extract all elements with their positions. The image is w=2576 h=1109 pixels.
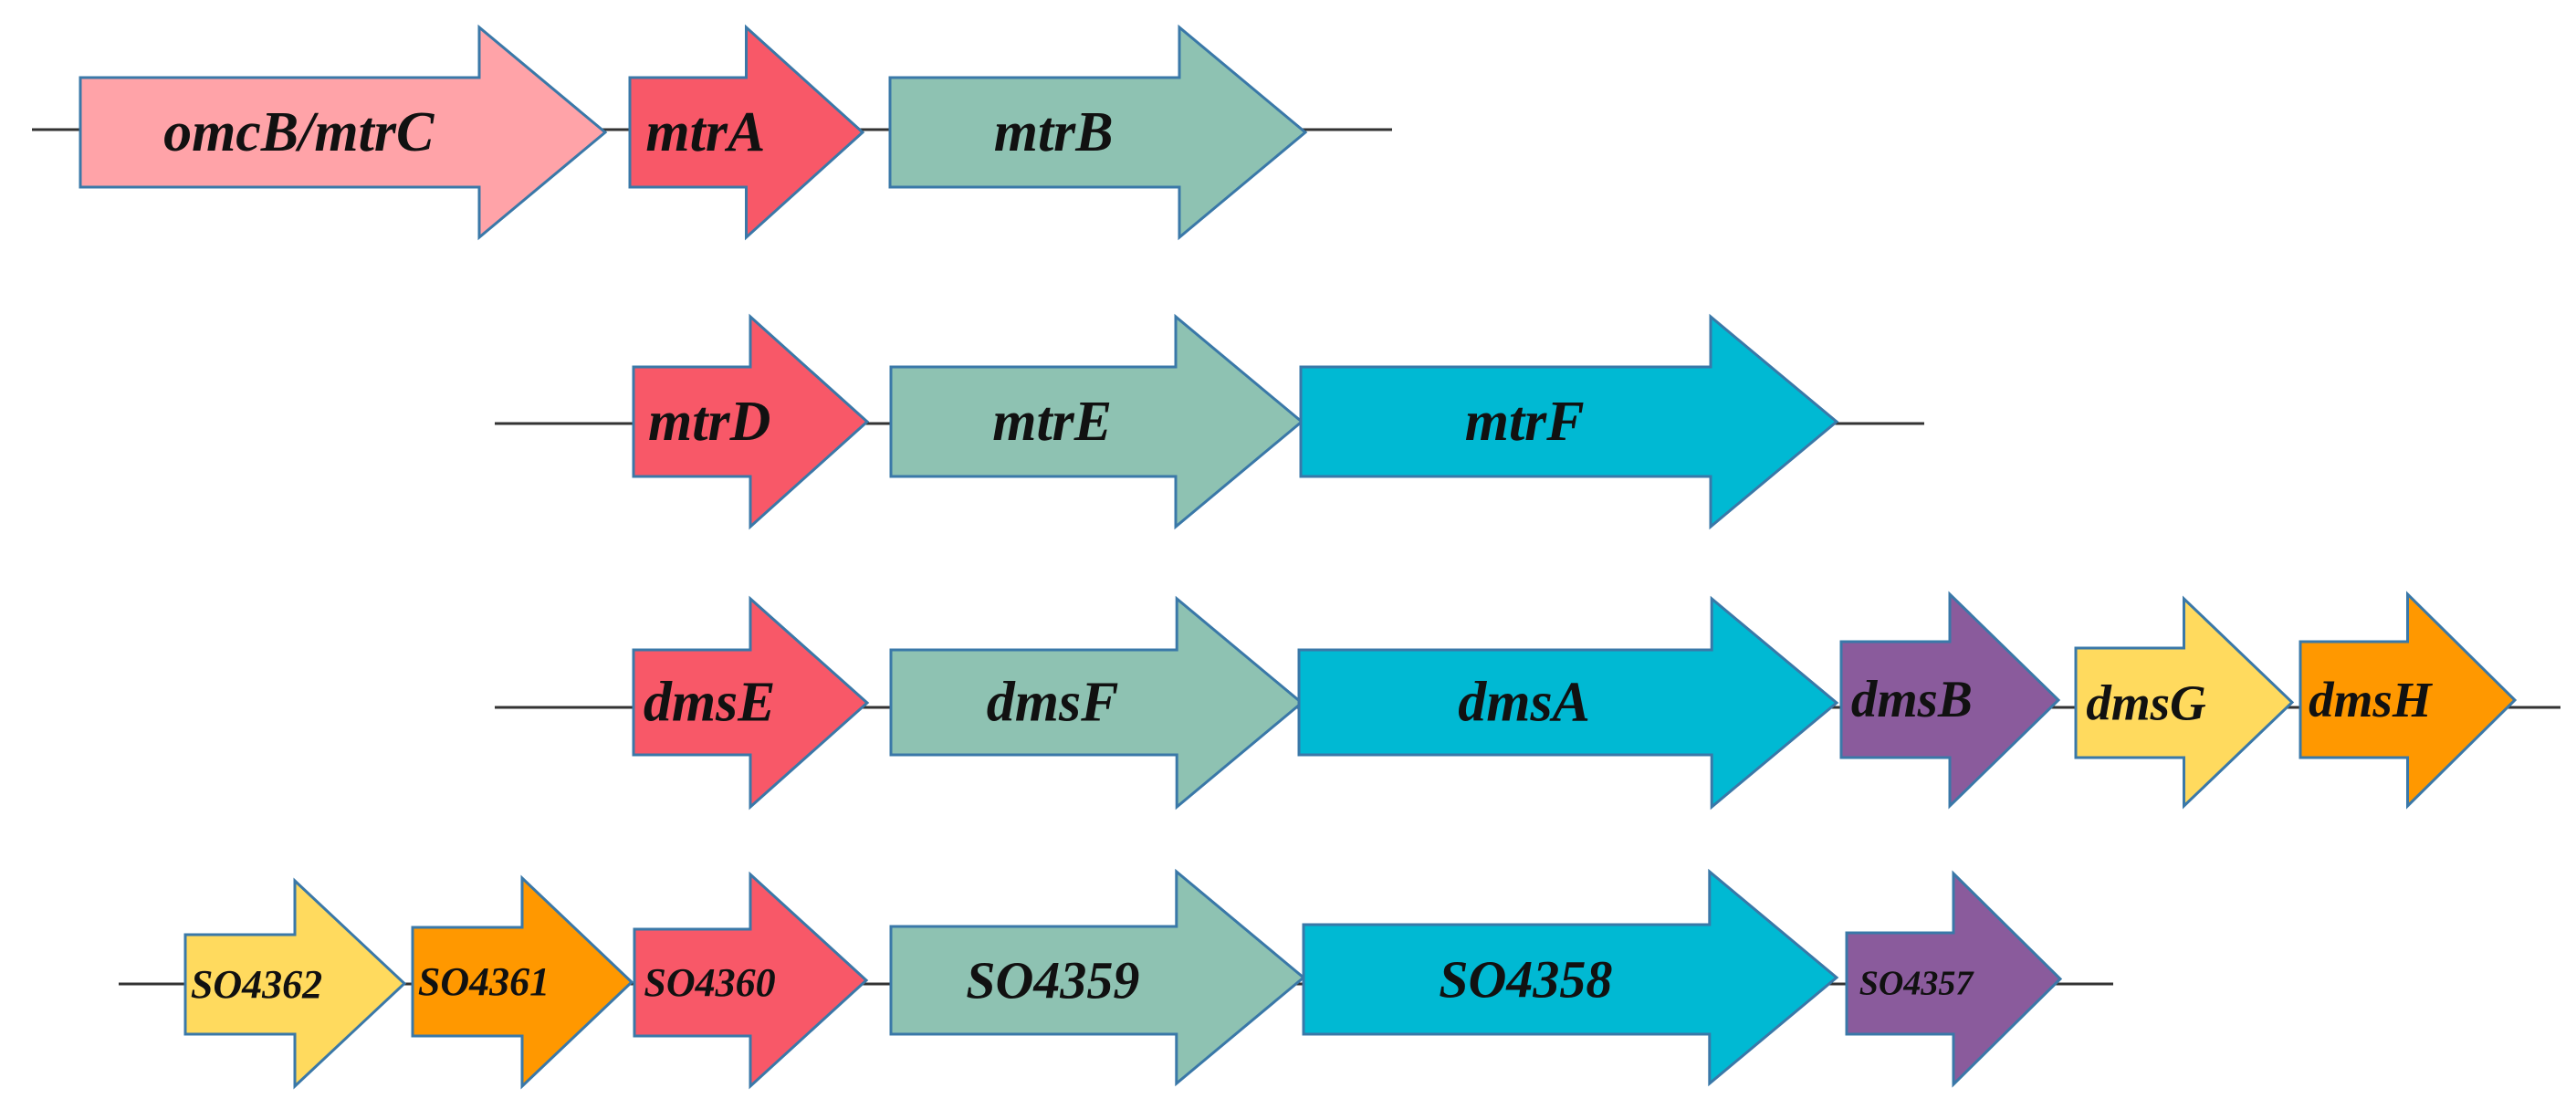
gene-arrow-shape [2299,591,2518,810]
gene-arrow-dmsa: dmsA [1297,595,1839,811]
gene-arrow-shape [632,595,870,811]
gene-label: SO4358 [1439,950,1612,1010]
gene-arrow-shape [633,871,869,1090]
gene-arrow-dmsg: dmsG [2074,595,2295,810]
gene-arrow-dmsf: dmsF [889,595,1304,811]
gene-label: dmsA [1458,672,1590,734]
gene-arrow-shape [2074,595,2295,810]
gene-arrow-dmsb: dmsB [1839,591,2061,810]
gene-arrow-shape [1839,591,2061,810]
mtr-operon-1: omcB/mtrC mtrA mtrB [32,24,1392,241]
gene-arrow-shape [628,24,865,241]
gene-arrow-mtrd: mtrD [632,313,870,530]
gene-arrow-mtre: mtrE [889,313,1304,530]
gene-label: dmsG [2086,675,2206,731]
gene-arrow-shape [889,595,1304,811]
gene-label: SO4362 [191,962,322,1007]
gene-arrow-mtra: mtrA [628,24,865,241]
gene-arrow-shape [1299,313,1839,530]
gene-arrow-shape [632,313,870,530]
gene-label: dmsF [987,672,1119,734]
gene-label: SO4357 [1859,965,1975,1003]
gene-arrow-shape [1845,870,2063,1088]
gene-arrow-shape [1297,595,1839,811]
gene-label: SO4361 [418,959,550,1004]
dms-operon: dmsE dmsF dmsA dmsB dmsG dmsH [495,591,2560,811]
gene-label: mtrB [994,101,1114,163]
gene-label: mtrF [1465,391,1585,453]
gene-arrow-shape [889,868,1306,1087]
gene-arrow-mtrf: mtrF [1299,313,1839,530]
mtr-operon-2: mtrD mtrE mtrF [495,313,1924,530]
gene-arrow-so4361: SO4361 [411,874,634,1090]
gene-arrow-so4359: SO4359 [889,868,1306,1087]
gene-label: dmsH [2309,672,2434,727]
gene-label: omcB/mtrC [163,101,435,163]
gene-label: dmsE [644,672,776,734]
gene-arrow-mtrb: mtrB [888,24,1308,241]
gene-arrow-shape [889,313,1304,530]
gene-label: dmsB [1851,671,1973,728]
gene-label: mtrA [645,101,765,163]
gene-label: mtrE [992,391,1112,453]
gene-arrow-dmse: dmsE [632,595,870,811]
gene-arrow-so4358: SO4358 [1302,868,1839,1087]
gene-arrow-shape [888,24,1308,241]
gene-arrow-shape [411,874,634,1090]
gene-arrow-so4357: SO4357 [1845,870,2063,1088]
gene-label: mtrD [648,391,770,453]
gene-arrow-shape [79,24,608,241]
gene-arrow-so4360: SO4360 [633,871,869,1090]
gene-label: SO4359 [966,951,1139,1010]
so-operon: SO4362 SO4361 SO4360 SO4359 SO4358 SO4357 [119,868,2113,1090]
gene-label: SO4360 [644,960,775,1005]
gene-arrow-shape [1302,868,1839,1087]
gene-arrow-so4362: SO4362 [183,877,407,1090]
gene-arrow-omcb-mtrc: omcB/mtrC [79,24,608,241]
gene-arrow-shape [183,877,407,1090]
gene-arrow-dmsh: dmsH [2299,591,2518,810]
